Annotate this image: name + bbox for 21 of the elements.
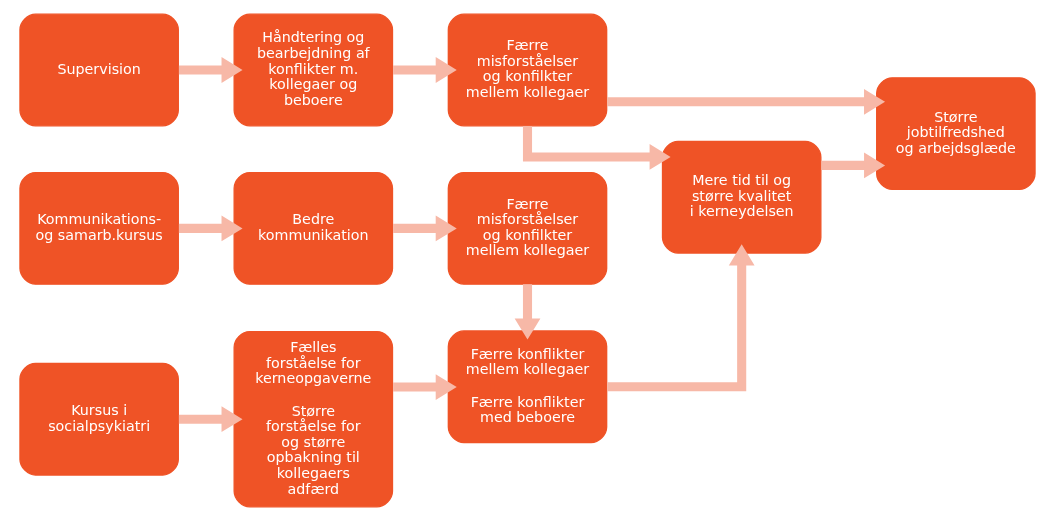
arrow: [178, 56, 243, 83]
arrow: [606, 243, 755, 391]
node-box: Kommunikations- og samarb.kursus: [18, 171, 179, 285]
arrow: [178, 215, 243, 241]
arrow: [392, 215, 457, 241]
arrow: [606, 88, 885, 115]
arrow: [392, 373, 457, 400]
arrow: [178, 405, 243, 432]
node-box: Mere tid til og større kvalitet i kerneydelsen: [661, 140, 821, 254]
node-box: Supervision: [18, 13, 179, 126]
node-box: Færre misforståelser og konfilkter mellem kollegaer: [447, 13, 607, 126]
arrow: [514, 283, 540, 340]
arrow: [820, 152, 885, 178]
node-box: Fælles forståelse for kerneopgaverne Større forståelse for og større opbakning til kollegaers adfærd: [233, 330, 393, 507]
node-box: Håndtering og bearbejdning af konflikter m. kollegaer og beboere: [233, 13, 393, 126]
arrow: [392, 56, 457, 83]
node-box: Færre konflikter mellem kollegaer Færre konflikter med beboere: [447, 329, 607, 443]
node-box: Bedre kommunikation: [233, 171, 393, 285]
node-box: Større jobtilfredshed og arbejdsglæde: [875, 76, 1036, 190]
node-box: Færre misforståelser og konfilkter mellem kollegaer: [447, 171, 607, 285]
node-box: Kursus i socialpsykiatri: [18, 362, 179, 476]
